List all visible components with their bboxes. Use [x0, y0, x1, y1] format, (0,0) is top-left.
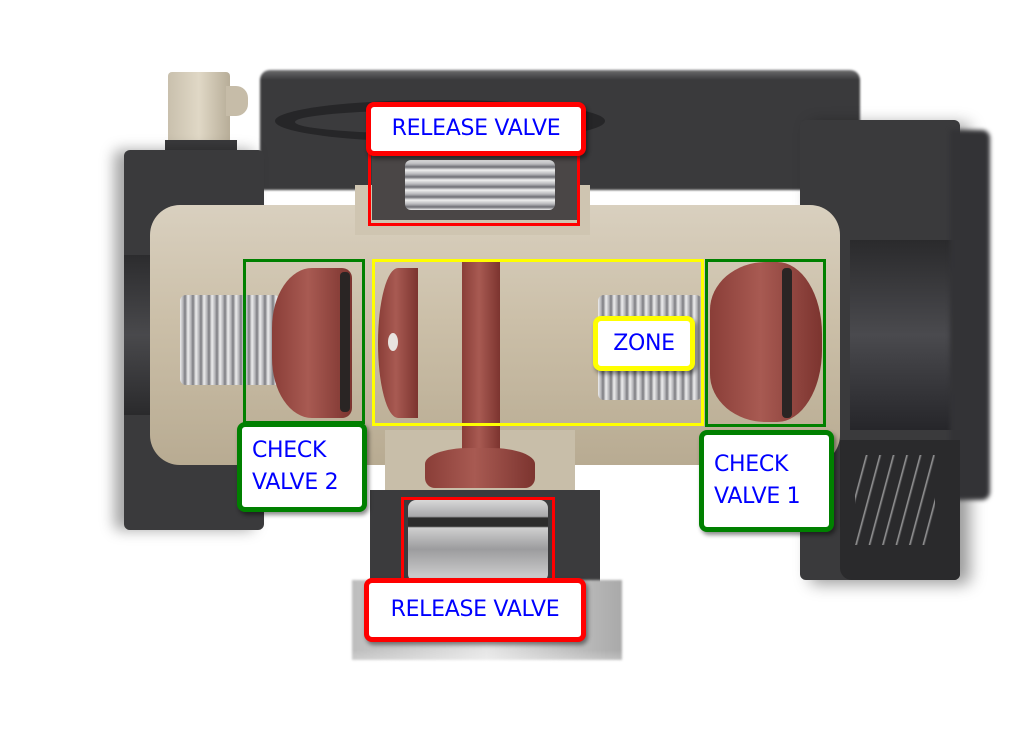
housing-top-fade [120, 40, 920, 80]
right-pipe [850, 240, 960, 430]
zone-label: ZONE [593, 316, 695, 371]
check-valve-1-line1: CHECK [714, 452, 789, 478]
check-valve-1-frame [705, 259, 826, 427]
release-valve-top-text: RELEASE VALVE [391, 116, 561, 142]
zone-frame [372, 259, 704, 426]
check-valve-2-poppet [272, 268, 352, 418]
check-valve-2-spring [180, 295, 280, 385]
release-valve-bottom-label: RELEASE VALVE [364, 578, 586, 642]
bottom-valve-cap [425, 448, 535, 488]
release-valve-top-frame [368, 150, 580, 226]
zone-text: ZONE [613, 330, 675, 356]
release-valve-top-label: RELEASE VALVE [366, 102, 586, 156]
release-valve-bottom-text: RELEASE VALVE [390, 597, 560, 623]
bottom-fade [340, 650, 640, 690]
right-bracket-highlights [855, 455, 935, 545]
check-valve-2-frame [243, 259, 365, 424]
check-valve-2-line2: VALVE 2 [252, 470, 339, 495]
relief-stem [462, 260, 500, 470]
right-pipe-extension [950, 130, 990, 500]
bottom-piston [408, 500, 548, 582]
release-valve-bottom-frame [401, 497, 555, 589]
check-valve-1-poppet [710, 262, 822, 422]
check-valve-2-seal [340, 272, 350, 412]
check-valve-1-label: CHECK VALVE 1 [699, 430, 834, 532]
check-valve-2-label: CHECK VALVE 2 [237, 422, 367, 512]
check-valve-2-line1: CHECK [252, 438, 327, 464]
check-valve-1-seal [782, 268, 792, 418]
top-release-spring [405, 160, 555, 210]
left-fitting-knob [226, 86, 248, 116]
disc-hub [388, 333, 398, 351]
check-valve-2-disc [378, 268, 418, 418]
check-valve-1-line2: VALVE 1 [714, 484, 801, 509]
